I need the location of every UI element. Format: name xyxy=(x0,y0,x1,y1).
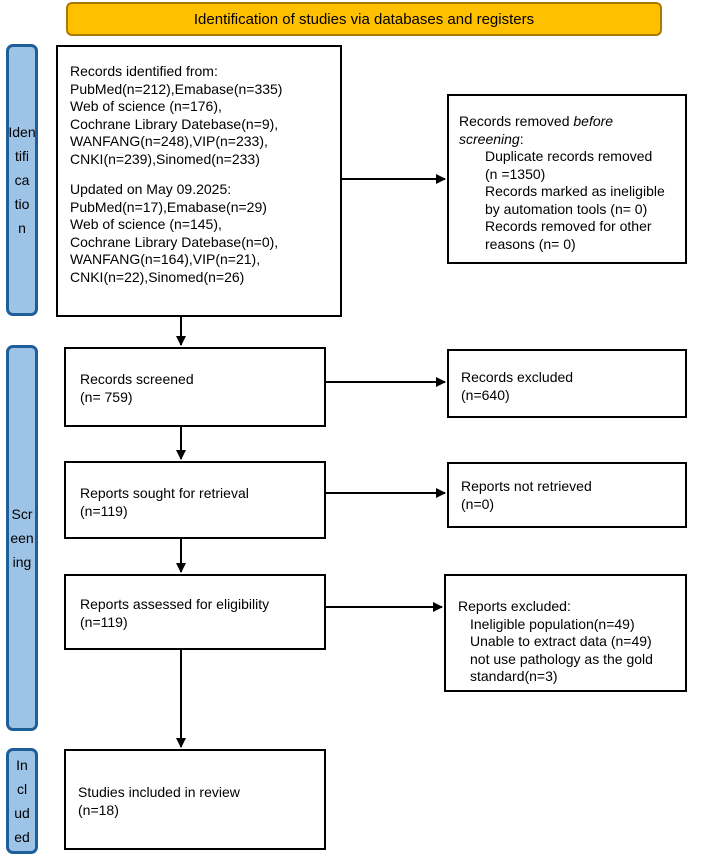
reports-sought-box: Reports sought for retrieval (n=119) xyxy=(64,461,326,539)
removed-item: Records removed for other xyxy=(485,218,652,234)
removed-item: Duplicate records removed xyxy=(485,148,653,164)
reports-not-retrieved-box: Reports not retrieved (n=0) xyxy=(447,462,687,528)
records-identified-line: WANFANG(n=248),VIP(n=233), xyxy=(70,133,268,149)
phase-identification: Iden tifi ca tio n xyxy=(6,44,38,316)
reports-assessed-label: Reports assessed for eligibility xyxy=(80,596,270,612)
phase-included: In cl ud ed xyxy=(6,748,38,854)
reports-excluded-item: Ineligible population(n=49) xyxy=(470,615,635,632)
records-identified-line: CNKI(n=239),Sinomed(n=233) xyxy=(70,150,260,167)
studies-included-label: Studies included in review xyxy=(78,784,240,800)
studies-included-box: Studies included in review (n=18) xyxy=(64,749,326,850)
reports-sought-count: (n=119) xyxy=(80,502,128,519)
reports-not-retrieved-count: (n=0) xyxy=(461,495,495,512)
records-screened-count: (n= 759) xyxy=(80,388,133,405)
header-title: Identification of studies via databases … xyxy=(193,10,535,28)
update-line: PubMed(n=17),Emabase(n=29) xyxy=(70,198,267,215)
reports-assessed-box: Reports assessed for eligibility (n=119) xyxy=(64,574,326,650)
update-line: Cochrane Library Datebase(n=0), xyxy=(70,233,279,250)
header-banner: Identification of studies via databases … xyxy=(66,2,662,36)
records-removed-box: Records removed before screening: Duplic… xyxy=(447,94,687,264)
reports-excluded-item: not use pathology as the gold xyxy=(470,650,653,667)
removed-item: by automation tools (n= 0) xyxy=(485,200,648,217)
reports-excluded-title: Reports excluded: xyxy=(458,598,571,614)
reports-assessed-count: (n=119) xyxy=(80,613,128,630)
update-line: Web of science (n=145), xyxy=(70,216,222,232)
update-line: WANFANG(n=164),VIP(n=21), xyxy=(70,251,261,267)
records-excluded-count: (n=640) xyxy=(461,386,510,403)
update-title: Updated on May 09.2025: xyxy=(70,181,232,197)
phase-screening-label: Scr een ing xyxy=(10,506,34,570)
records-excluded-label: Records excluded xyxy=(461,369,574,385)
records-identified-title: Records identified from: xyxy=(70,63,218,79)
removed-item: reasons (n= 0) xyxy=(485,235,576,252)
records-identified-line: PubMed(n=212),Emabase(n=335) xyxy=(70,80,283,97)
studies-included-count: (n=18) xyxy=(78,801,119,818)
removed-item: Records marked as ineligible xyxy=(485,183,665,199)
removed-item: (n =1350) xyxy=(485,165,546,182)
update-line: CNKI(n=22),Sinomed(n=26) xyxy=(70,268,245,285)
records-identified-line: Web of science (n=176), xyxy=(70,98,222,114)
phase-screening: Scr een ing xyxy=(6,345,38,731)
reports-excluded-item: Unable to extract data (n=49) xyxy=(470,633,652,649)
records-identified-line: Cochrane Library Datebase(n=9), xyxy=(70,115,279,132)
records-screened-label: Records screened xyxy=(80,371,194,387)
records-excluded-box: Records excluded (n=640) xyxy=(447,349,687,418)
reports-sought-label: Reports sought for retrieval xyxy=(80,485,249,501)
phase-included-label: In cl ud ed xyxy=(14,757,30,845)
phase-identification-label: Iden tifi ca tio n xyxy=(8,124,36,236)
records-identified-box: Records identified from: PubMed(n=212),E… xyxy=(56,45,342,317)
reports-excluded-item: standard(n=3) xyxy=(470,668,558,684)
reports-excluded-box: Reports excluded: Ineligible population(… xyxy=(444,574,687,692)
reports-not-retrieved-label: Reports not retrieved xyxy=(461,478,592,494)
records-screened-box: Records screened (n= 759) xyxy=(64,347,326,427)
records-removed-title: Records removed before xyxy=(459,113,614,129)
records-removed-title-line2: screening: xyxy=(459,130,524,147)
